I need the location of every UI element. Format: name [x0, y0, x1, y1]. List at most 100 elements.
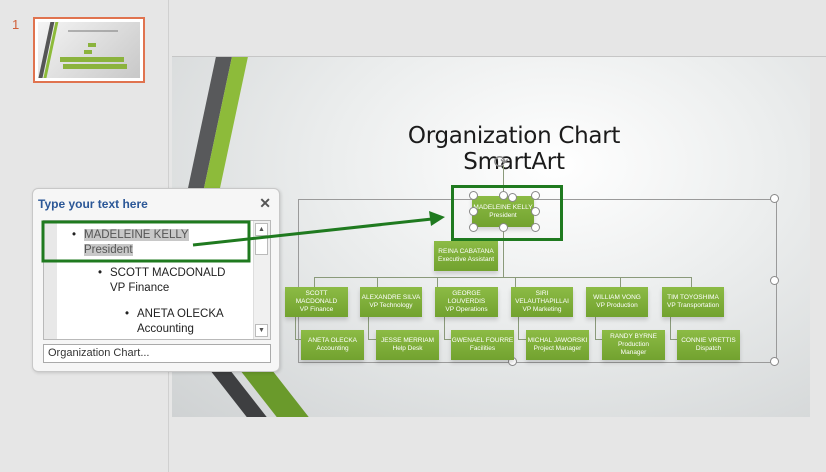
- org-name: ALEXANDRE SILVA: [361, 294, 421, 301]
- connector-line: [377, 277, 378, 287]
- scroll-down-icon[interactable]: ▼: [255, 324, 268, 337]
- box-handle[interactable]: [499, 223, 508, 232]
- connector-line: [518, 315, 519, 339]
- resize-handle-right[interactable]: [770, 276, 779, 285]
- org-title: President: [489, 211, 517, 219]
- thumbnail-box-row: [60, 57, 124, 62]
- org-box-vp-technology[interactable]: ALEXANDRE SILVA VP Technology: [360, 287, 422, 317]
- list-item-name: MADELEINE KELLY: [84, 229, 189, 241]
- org-title: VP Production: [596, 302, 638, 309]
- box-handle[interactable]: [469, 191, 478, 200]
- resize-handle-bottom-right[interactable]: [770, 357, 779, 366]
- org-box-production-manager[interactable]: RANDY BYRNE Production Manager: [602, 330, 665, 360]
- editor-divider: [172, 56, 826, 57]
- org-name: TIM TOYOSHIMA: [667, 294, 719, 301]
- org-box-help-desk[interactable]: JESSE MERRIAM Help Desk: [376, 330, 439, 360]
- box-handle[interactable]: [531, 191, 540, 200]
- thumbnail-preview: [38, 22, 140, 78]
- text-pane-scrollbar[interactable]: ▲ ▼: [253, 221, 270, 339]
- org-title: VP Transportation: [667, 302, 719, 309]
- org-title: VP Operations: [445, 306, 488, 313]
- slide-title[interactable]: Organization Chart SmartArt: [407, 123, 621, 175]
- box-handle[interactable]: [469, 223, 478, 232]
- org-title: Facilities: [469, 345, 496, 352]
- org-title: Project Manager: [533, 345, 582, 352]
- org-box-vp-transportation[interactable]: TIM TOYOSHIMA VP Transportation: [662, 287, 724, 317]
- close-icon[interactable]: ✕: [259, 195, 271, 211]
- scroll-up-icon[interactable]: ▲: [255, 223, 268, 236]
- connector-line: [518, 339, 526, 340]
- list-item-name: ANETA OLECKA: [137, 308, 224, 320]
- bullet-icon: •: [125, 308, 130, 320]
- scrollbar-thumb[interactable]: [255, 237, 268, 255]
- connector-line: [295, 315, 296, 339]
- connector-line: [368, 315, 369, 339]
- org-name: GWENAEL FOURRE: [451, 337, 514, 344]
- smartart-text-pane: Type your text here ✕ • MADELEINE KELLY …: [32, 188, 280, 372]
- connector-line: [314, 277, 315, 287]
- org-title: VP Marketing: [522, 306, 562, 313]
- org-box-vp-marketing[interactable]: SIRI VELAUTHAPILLAI VP Marketing: [511, 287, 573, 317]
- connector-line: [295, 339, 303, 340]
- thumbnail-title: [68, 30, 118, 32]
- slide-thumbnail-1[interactable]: [33, 17, 145, 83]
- org-name: GEORGE: [452, 290, 481, 297]
- bullet-icon: •: [98, 267, 103, 279]
- list-item-title: President: [84, 244, 133, 256]
- list-item-level-2[interactable]: • SCOTT MACDONALD VP Finance: [98, 266, 226, 296]
- text-pane-title: Type your text here: [38, 197, 148, 211]
- annotation-highlight-president: [451, 185, 563, 241]
- org-title: VP Finance: [299, 306, 334, 313]
- list-item-level-1[interactable]: • MADELEINE KELLY President: [72, 228, 189, 258]
- connector-line: [691, 277, 692, 287]
- org-box-assistant[interactable]: REINA CABATANA Executive Assistant: [434, 241, 498, 271]
- org-name: JESSE MERRIAM: [380, 337, 435, 344]
- org-box-facilities[interactable]: GWENAEL FOURRE Facilities: [451, 330, 514, 360]
- box-handle[interactable]: [531, 207, 540, 216]
- org-box-dispatch[interactable]: CONNIE VRETTIS Dispatch: [677, 330, 740, 360]
- org-box-vp-production[interactable]: WILLIAM VONG VP Production: [586, 287, 648, 317]
- org-name: MICHAL JAWORSKI: [527, 337, 588, 344]
- list-item-title: VP Finance: [110, 282, 170, 294]
- connector-line: [595, 339, 603, 340]
- org-box-vp-finance[interactable]: SCOTT MACDONALD VP Finance: [285, 287, 348, 317]
- connector-line: [368, 339, 376, 340]
- list-item-name: SCOTT MACDONALD: [110, 267, 226, 279]
- organization-chart-link[interactable]: Organization Chart...: [43, 344, 271, 363]
- org-title: Production: [617, 341, 650, 348]
- connector-line: [670, 339, 678, 340]
- box-handle[interactable]: [531, 223, 540, 232]
- org-box-president[interactable]: MADELEINE KELLY President: [472, 196, 534, 227]
- connector-line: [670, 315, 671, 339]
- org-box-vp-operations[interactable]: GEORGE LOUVERDIS VP Operations: [435, 287, 498, 317]
- list-item-title: Accounting: [137, 323, 194, 335]
- box-handle[interactable]: [499, 191, 508, 200]
- connector-line: [314, 277, 691, 278]
- org-name: LOUVERDIS: [447, 298, 486, 305]
- slide-number: 1: [12, 17, 20, 32]
- text-pane-gutter: [44, 221, 57, 339]
- org-box-project-manager[interactable]: MICHAL JAWORSKI Project Manager: [526, 330, 589, 360]
- text-pane-list[interactable]: • MADELEINE KELLY President • SCOTT MACD…: [43, 220, 271, 340]
- list-item-level-3[interactable]: • ANETA OLECKA Accounting: [125, 307, 224, 337]
- rotate-icon[interactable]: ⟳: [493, 152, 509, 172]
- org-name: SCOTT: [305, 290, 328, 297]
- bullet-icon: •: [72, 229, 77, 241]
- box-handle[interactable]: [508, 193, 517, 202]
- org-name: MACDONALD: [295, 298, 338, 305]
- org-title: Executive Assistant: [438, 256, 494, 263]
- org-title: Accounting: [316, 345, 349, 352]
- connector-line: [595, 315, 596, 339]
- org-name: REINA CABATANA: [438, 248, 494, 255]
- org-title: Help Desk: [392, 345, 423, 352]
- org-box-accounting[interactable]: ANETA OLECKA Accounting: [301, 330, 364, 360]
- org-name: VELAUTHAPILLAI: [515, 298, 569, 305]
- org-title: VP Technology: [369, 302, 413, 309]
- org-title: Dispatch: [695, 345, 722, 352]
- resize-handle-top-right[interactable]: [770, 194, 779, 203]
- org-name: WILLIAM VONG: [593, 294, 641, 301]
- org-title: Manager: [620, 349, 647, 356]
- box-handle[interactable]: [469, 207, 478, 216]
- thumbnail-box: [88, 43, 96, 47]
- org-name: SIRI: [535, 290, 549, 297]
